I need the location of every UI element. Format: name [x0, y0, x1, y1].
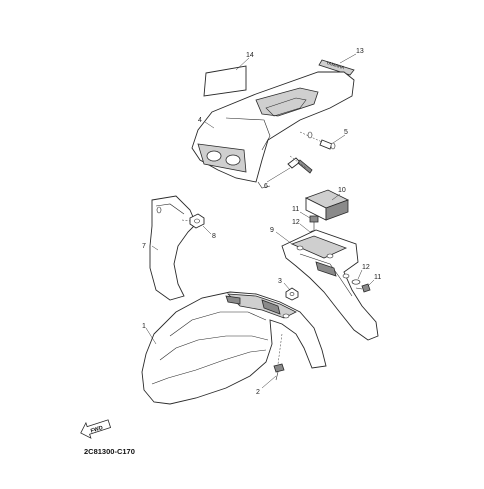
callout-3: 3	[278, 278, 282, 285]
leader-6	[266, 167, 291, 183]
forward-arrow-label: FWD	[90, 425, 104, 435]
assembly-line-2	[277, 333, 283, 365]
sticker-part-14	[203, 65, 247, 97]
leader-4	[204, 121, 215, 129]
callout-12-upper: 12	[292, 219, 300, 226]
leader-9	[275, 231, 293, 245]
forward-arrow-icon: FWD	[80, 419, 112, 439]
callout-1: 1	[142, 323, 146, 330]
callout-11-upper: 11	[292, 206, 299, 213]
screw-part-11-upper	[309, 215, 319, 232]
callout-7: 7	[142, 243, 146, 250]
front-fender-part-1	[141, 291, 327, 405]
mud-flap-part-7	[149, 195, 197, 301]
callout-5: 5	[344, 129, 348, 136]
callout-10: 10	[338, 187, 346, 194]
rear-fender-part-9	[281, 229, 379, 341]
callout-14: 14	[246, 52, 254, 59]
callout-8: 8	[212, 233, 216, 240]
leader-12-lower	[357, 269, 363, 280]
callout-11-lower: 11	[374, 274, 381, 281]
leader-8	[202, 225, 212, 235]
leader-14	[235, 57, 250, 71]
pad-part-10	[304, 189, 350, 221]
leader-7	[151, 245, 159, 251]
decal-part-13: YAMAHA	[318, 59, 355, 76]
leader-3	[283, 282, 291, 291]
leader-1	[145, 327, 157, 345]
diagram-code: 2C81300-C170	[84, 447, 135, 456]
callout-4: 4	[198, 117, 202, 124]
leader-2	[261, 375, 277, 389]
rear-cowl-part-4	[191, 71, 355, 189]
screw-part-11-lower	[355, 283, 371, 293]
leader-12-upper	[299, 223, 311, 233]
washer-part-12-lower	[351, 279, 361, 285]
nut-part-8	[189, 213, 205, 229]
bolt-part-6	[287, 157, 313, 174]
grommet	[307, 131, 313, 139]
callout-6: 6	[264, 183, 268, 190]
callout-2: 2	[256, 389, 260, 396]
leader-13	[339, 53, 357, 64]
collar-part-5	[319, 139, 336, 150]
decal-text: YAMAHA	[325, 60, 344, 70]
leader-11-lower	[367, 279, 375, 287]
bolt-part-2	[273, 363, 285, 381]
callout-13: 13	[356, 48, 364, 55]
callout-12-lower: 12	[362, 264, 370, 271]
nut-part-3	[285, 287, 299, 301]
leader-11-upper	[299, 211, 311, 219]
leader-10	[331, 193, 341, 201]
assembly-line-8	[181, 219, 191, 222]
callout-9: 9	[270, 227, 274, 234]
leader-5	[332, 134, 346, 144]
